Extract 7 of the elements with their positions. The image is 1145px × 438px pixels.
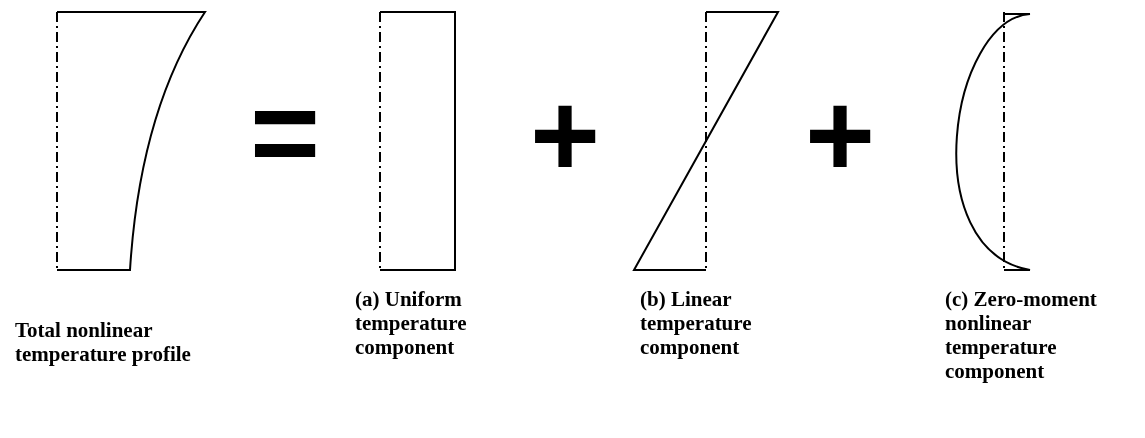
caption: Total nonlinear temperature profile [15,318,192,366]
equals-sign: = [249,72,321,192]
caption: (c) Zero-moment nonlinear temperature component [945,287,1098,383]
plus-sign: + [804,75,876,195]
plus-sign: + [529,75,601,195]
caption: (b) Linear temperature component [640,287,753,359]
caption: (a) Uniform temperature component [355,287,468,359]
